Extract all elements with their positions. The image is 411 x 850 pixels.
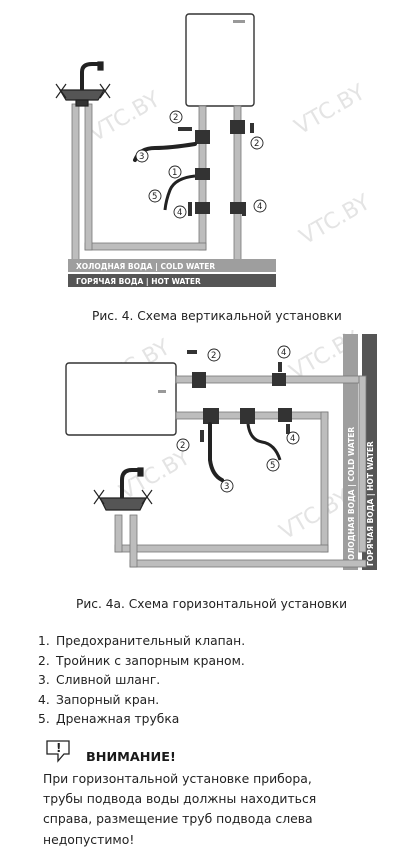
cold-faucet-pipe bbox=[71, 103, 80, 269]
callout-5: 5 bbox=[270, 461, 275, 471]
valve-handle bbox=[278, 362, 282, 372]
valve-handle bbox=[178, 127, 192, 131]
valve-handle bbox=[242, 202, 246, 216]
tee-valve-hot bbox=[195, 130, 210, 144]
cold-pipe-vertical bbox=[320, 411, 329, 553]
list-item: 2.Тройник с запорным краном. bbox=[38, 653, 245, 668]
callout-2: 2 bbox=[173, 113, 178, 123]
valve-handle bbox=[200, 430, 204, 442]
hot-water-label: ГОРЯЧАЯ ВОДА | HOT WATER bbox=[366, 441, 376, 566]
callout-1: 1 bbox=[172, 168, 177, 178]
callout-3: 3 bbox=[139, 152, 144, 162]
drain-tube bbox=[246, 423, 282, 461]
water-heater-unit bbox=[185, 13, 255, 107]
safety-valve bbox=[195, 168, 210, 180]
safety-valve bbox=[240, 408, 255, 424]
cold-water-column bbox=[343, 334, 358, 570]
valve-handle bbox=[187, 350, 197, 354]
drain-hose bbox=[208, 422, 224, 482]
drain-tube bbox=[163, 174, 196, 211]
callout-3: 3 bbox=[224, 482, 229, 492]
shutoff-valve-hot bbox=[195, 202, 210, 214]
water-heater-logo bbox=[158, 390, 166, 393]
list-item: 4.Запорный кран. bbox=[38, 692, 160, 707]
figure-4-vertical-diagram: VTC.BY VTC.BY VTC.BY ХОЛОДНАЯ ВОДА | COL… bbox=[55, 13, 376, 287]
hot-faucet-pipe bbox=[84, 103, 93, 251]
valve-handle bbox=[286, 424, 290, 434]
hot-return-pipe bbox=[129, 559, 367, 568]
valve-handle bbox=[250, 123, 254, 133]
shutoff-valve-cold bbox=[278, 408, 292, 422]
callout-2: 2 bbox=[211, 351, 216, 361]
figure-4a-horizontal-diagram: VTC.BY VTC.BY VTC.BY VTC.BY ХОЛОДНАЯ ВОД… bbox=[65, 330, 377, 570]
valve-handle bbox=[188, 202, 192, 216]
legend-list: 1.Предохранительный клапан. 2.Тройник с … bbox=[38, 632, 245, 730]
hot-water-bar bbox=[68, 274, 276, 287]
shutoff-valve-hot bbox=[272, 373, 286, 386]
tee-valve-cold bbox=[230, 120, 245, 134]
warning-text: При горизонтальной установке прибора, тр… bbox=[43, 771, 317, 847]
watermark: VTC.BY bbox=[116, 445, 196, 505]
cold-water-label: ХОЛОДНАЯ ВОДА | COLD WATER bbox=[76, 262, 215, 272]
hot-water-label: ГОРЯЧАЯ ВОДА | HOT WATER bbox=[76, 277, 201, 287]
faucet-icon bbox=[55, 61, 111, 107]
tee-valve-cold bbox=[203, 408, 219, 424]
callout-4: 4 bbox=[177, 208, 182, 218]
callout-2: 2 bbox=[180, 441, 185, 451]
list-item: 3.Сливной шланг. bbox=[38, 673, 161, 688]
callout-4: 4 bbox=[281, 348, 286, 358]
faucet-icon bbox=[93, 467, 153, 511]
hot-return-pipe bbox=[84, 242, 207, 251]
water-heater-unit bbox=[65, 362, 177, 436]
faucet-pipe-hot bbox=[129, 514, 138, 568]
hot-pipe-vertical bbox=[358, 375, 367, 553]
list-item: 5.Дренажная трубка bbox=[38, 712, 180, 727]
watermark: VTC.BY bbox=[291, 80, 371, 140]
callout-5: 5 bbox=[152, 192, 157, 202]
cold-water-bar bbox=[68, 259, 276, 272]
shutoff-valve-cold bbox=[230, 202, 245, 214]
figure-4a-caption: Рис. 4а. Схема горизонтальной установки bbox=[76, 597, 347, 611]
water-heater-logo bbox=[233, 20, 245, 23]
warning-icon: ! bbox=[46, 740, 70, 763]
cold-return-pipe bbox=[114, 544, 329, 553]
warning-exclamation: ! bbox=[56, 741, 61, 755]
figure-4-caption: Рис. 4. Схема вертикальной установки bbox=[92, 309, 342, 323]
tee-valve-hot bbox=[192, 372, 206, 388]
faucet-pipe-cold bbox=[114, 514, 123, 553]
list-item: 1.Предохранительный клапан. bbox=[38, 634, 246, 648]
cold-water-label: ХОЛОДНАЯ ВОДА | COLD WATER bbox=[347, 427, 357, 566]
callout-2: 2 bbox=[254, 139, 259, 149]
callout-4: 4 bbox=[257, 202, 262, 212]
watermark: VTC.BY bbox=[296, 190, 376, 250]
warning-title: ВНИМАНИЕ! bbox=[86, 750, 176, 765]
callout-4: 4 bbox=[290, 434, 295, 444]
